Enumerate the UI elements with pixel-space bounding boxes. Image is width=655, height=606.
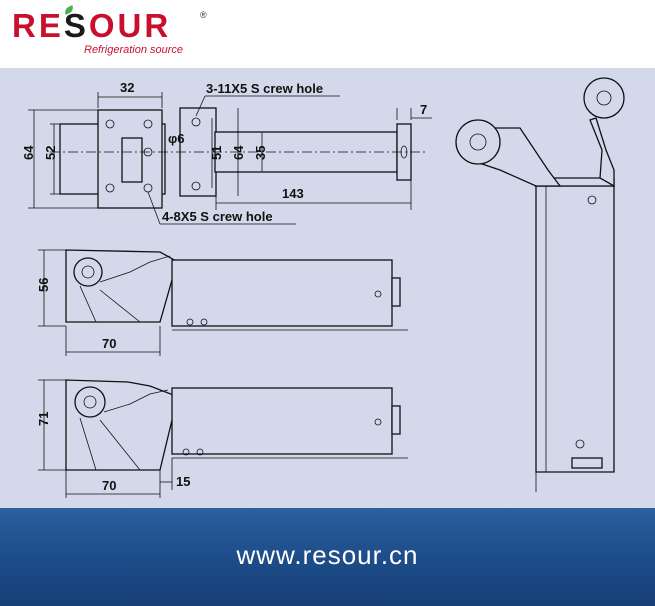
side-view-open: 71 70 15 bbox=[36, 379, 408, 498]
dim-35-label: 35 bbox=[253, 146, 268, 160]
screw-hole bbox=[191, 117, 201, 127]
dim-15-label: 15 bbox=[176, 474, 190, 489]
dim-64-mid-label: 64 bbox=[231, 145, 246, 160]
top-view: 32 3-11X5 S crew hole 7 64 52 bbox=[21, 80, 432, 225]
housing-cap bbox=[391, 405, 401, 435]
leader-line bbox=[147, 191, 161, 225]
housing-hole bbox=[186, 318, 194, 326]
dim-56-label: 56 bbox=[36, 278, 51, 292]
screw-hole bbox=[105, 183, 115, 193]
dim-143-label: 143 bbox=[282, 186, 304, 201]
dim-70-a-label: 70 bbox=[102, 336, 116, 351]
housing-hole bbox=[200, 318, 208, 326]
support-lines bbox=[79, 285, 141, 323]
dim-51-label: 51 bbox=[209, 146, 224, 160]
housing-cap bbox=[391, 277, 401, 307]
screw-hole bbox=[191, 181, 201, 191]
dim-70-b-label: 70 bbox=[102, 478, 116, 493]
brand-logo: RESOUR ® Refrigeration source bbox=[12, 5, 207, 56]
cam-edge bbox=[99, 255, 171, 283]
phi6-label: φ6 bbox=[168, 131, 185, 146]
dim-71-label: 71 bbox=[36, 412, 51, 426]
registered-mark: ® bbox=[200, 10, 207, 20]
isometric-view bbox=[455, 77, 625, 492]
iso-hole bbox=[587, 195, 597, 205]
logo-wordmark: RESOUR bbox=[12, 8, 171, 44]
iso-roller-top-axle bbox=[596, 90, 612, 106]
roller-axle bbox=[83, 395, 97, 409]
screw-top-label: 3-11X5 S crew hole bbox=[206, 81, 323, 96]
iso-housing-front bbox=[535, 185, 615, 473]
side-view-closed: 56 70 bbox=[36, 249, 408, 356]
housing-hole bbox=[374, 418, 382, 426]
screw-hole bbox=[105, 119, 115, 129]
iso-roller-top bbox=[583, 77, 625, 119]
hinge-schematic: 32 3-11X5 S crew hole 7 64 52 bbox=[21, 77, 625, 498]
iso-roller bbox=[455, 119, 501, 165]
leader-line bbox=[195, 95, 206, 117]
iso-roller-axle bbox=[469, 133, 487, 151]
technical-drawing: 32 3-11X5 S crew hole 7 64 52 bbox=[0, 68, 655, 508]
side-housing bbox=[171, 387, 393, 455]
logo-part-re: RE bbox=[12, 7, 64, 44]
screw-hole bbox=[143, 119, 153, 129]
iso-upper-arm bbox=[589, 117, 615, 188]
housing-hole bbox=[374, 290, 382, 298]
cam-edge bbox=[103, 389, 169, 413]
roller bbox=[73, 257, 103, 287]
footer-banner: www.resour.cn bbox=[0, 508, 655, 606]
roller-axle bbox=[81, 265, 95, 279]
iso-base bbox=[571, 457, 603, 469]
roller bbox=[74, 386, 106, 418]
logo-tagline: Refrigeration source bbox=[84, 44, 184, 56]
iso-hole bbox=[575, 439, 585, 449]
dim-32-label: 32 bbox=[120, 80, 134, 95]
support-lines bbox=[79, 417, 141, 471]
housing-hole bbox=[196, 448, 204, 456]
header: RESOUR ® Refrigeration source bbox=[0, 0, 655, 68]
website-url[interactable]: www.resour.cn bbox=[236, 540, 419, 570]
dim-52-label: 52 bbox=[43, 146, 58, 160]
top-knuckle bbox=[121, 137, 143, 183]
housing-hole bbox=[182, 448, 190, 456]
screw-bottom-label: 4-8X5 S crew hole bbox=[162, 209, 273, 224]
dim-7-label: 7 bbox=[420, 102, 427, 117]
dim-64-left-label: 64 bbox=[21, 145, 36, 160]
logo-part-s: S bbox=[63, 7, 89, 44]
logo-part-our: OUR bbox=[88, 7, 172, 44]
side-housing bbox=[171, 259, 393, 327]
